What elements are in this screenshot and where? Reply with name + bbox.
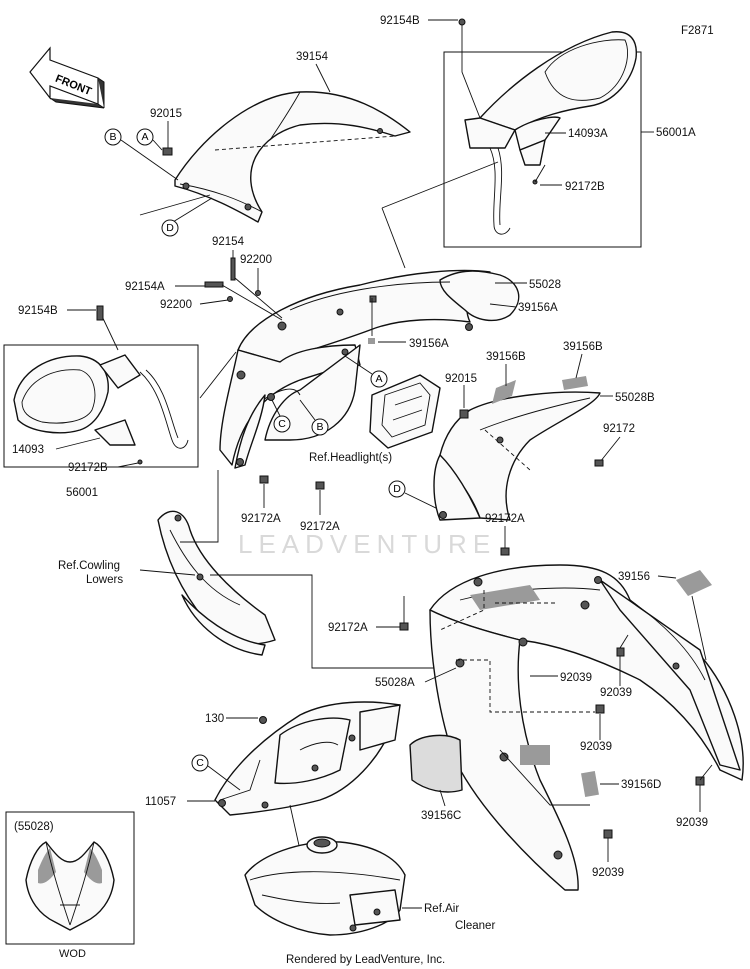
part-label-56001: 56001	[66, 487, 98, 499]
ref-air-cleaner-1: Ref.Air	[424, 903, 459, 915]
headlight-ref	[369, 374, 441, 449]
part-label-39156C: 39156C	[421, 810, 461, 822]
part-label-39156A-1: 39156A	[518, 302, 558, 314]
upper-cowl-55028	[219, 269, 520, 469]
front-arrow-icon: FRONT	[29, 46, 105, 109]
ref-cowling-lowers-2: Lowers	[86, 574, 123, 586]
part-label-92200-b: 92200	[160, 299, 192, 311]
side-cowl-55028A	[429, 564, 744, 891]
part-label-55028A: 55028A	[375, 677, 415, 689]
part-label-92200-a: 92200	[240, 254, 272, 266]
part-label-92154B-l: 92154B	[18, 305, 58, 317]
part-label-92039-3: 92039	[580, 741, 612, 753]
bracket-11057	[214, 701, 401, 816]
part-label-92015-b: 92015	[445, 373, 477, 385]
watermark: LEADVENTURE	[238, 529, 496, 559]
part-label-39156B-2: 39156B	[563, 341, 603, 353]
part-label-130: 130	[205, 713, 224, 725]
ref-headlight: Ref.Headlight(s)	[309, 452, 392, 464]
part-label-55028B: 55028B	[615, 392, 655, 404]
mirror-right-box	[443, 51, 642, 248]
air-cleaner-ref	[244, 836, 406, 936]
svg-text:D: D	[393, 483, 401, 495]
callout-c-mid: C	[273, 415, 291, 433]
mirror-right-56001A	[458, 18, 637, 235]
ref-cowling-lowers-1: Ref.Cowling	[58, 560, 120, 572]
callout-d-top: D	[161, 219, 179, 237]
svg-text:C: C	[196, 757, 204, 769]
cowling-lowers-ref	[157, 510, 276, 656]
svg-text:B: B	[316, 421, 323, 433]
svg-text:D: D	[166, 222, 174, 234]
figure-code: F2871	[681, 25, 714, 37]
variant-label: (55028)	[14, 821, 54, 833]
part-label-92172B-r: 92172B	[565, 181, 605, 193]
part-label-92039-4: 92039	[676, 817, 708, 829]
part-label-92039-1: 92039	[560, 672, 592, 684]
callout-a-mid: A	[370, 370, 388, 388]
variant-cowl-icon	[25, 841, 115, 931]
svg-text:C: C	[278, 418, 286, 430]
part-label-92015-a: 92015	[150, 108, 182, 120]
callout-b-top: B	[104, 128, 122, 146]
part-label-92172: 92172	[603, 423, 635, 435]
callout-d-mid: D	[388, 480, 406, 498]
footer: Rendered by LeadVenture, Inc.	[286, 954, 445, 966]
variant-box	[5, 811, 135, 945]
variant-code: WOD	[59, 948, 86, 960]
part-label-56001A: 56001A	[656, 127, 696, 139]
mirror-left-box	[3, 344, 199, 468]
part-label-92154B-top: 92154B	[380, 15, 420, 27]
ref-air-cleaner-2: Cleaner	[455, 920, 495, 932]
part-label-92154: 92154	[212, 236, 245, 248]
svg-text:A: A	[375, 373, 382, 385]
part-label-11057: 11057	[145, 796, 176, 808]
svg-text:B: B	[109, 131, 116, 143]
part-label-92039-5: 92039	[592, 867, 624, 879]
part-label-92154A: 92154A	[125, 281, 165, 293]
part-label-92172A-1: 92172A	[241, 513, 281, 525]
part-label-39156D: 39156D	[621, 779, 661, 791]
callout-c-low: C	[191, 754, 209, 772]
callout-b-mid: B	[311, 418, 329, 436]
part-label-14093A: 14093A	[568, 128, 608, 140]
svg-text:A: A	[141, 131, 148, 143]
part-label-39156: 39156	[618, 571, 650, 583]
part-label-92039-2: 92039	[600, 687, 632, 699]
part-label-92172A-2: 92172A	[300, 521, 340, 533]
part-label-55028: 55028	[529, 279, 561, 291]
callout-a-top: A	[136, 128, 154, 146]
part-label-39156B-1: 39156B	[486, 351, 526, 363]
part-label-92172A-4: 92172A	[328, 622, 368, 634]
part-label-14093: 14093	[12, 444, 44, 456]
part-label-39156A-2: 39156A	[409, 338, 449, 350]
part-label-92172B-l: 92172B	[68, 462, 108, 474]
mirror-left-56001	[13, 305, 189, 465]
part-label-92172A-3: 92172A	[485, 513, 525, 525]
windshield-39154	[139, 91, 411, 226]
part-label-39154: 39154	[296, 51, 329, 63]
inner-panel-55028B	[433, 391, 601, 521]
